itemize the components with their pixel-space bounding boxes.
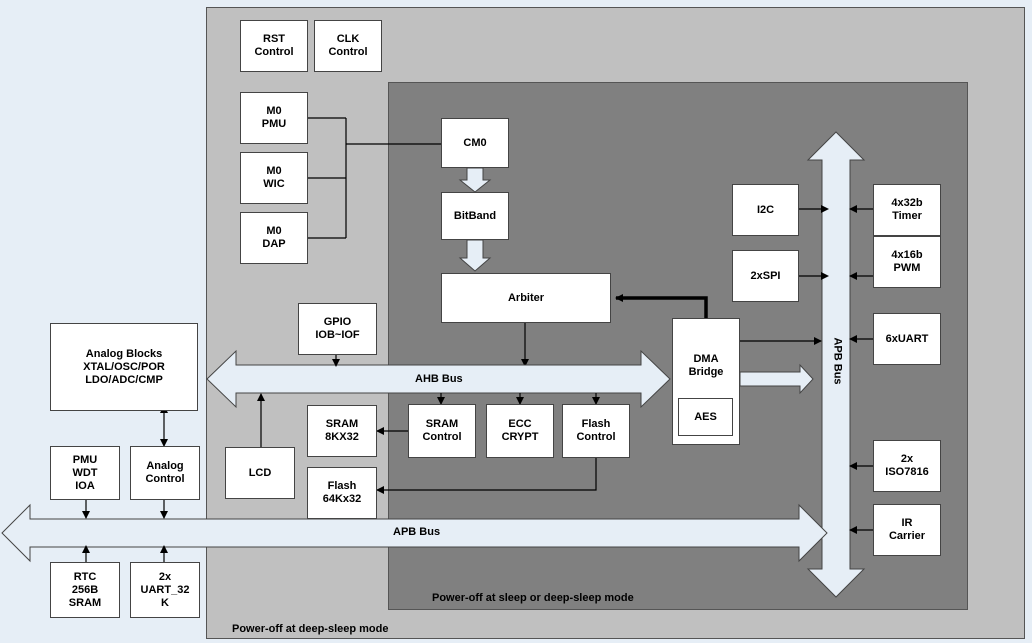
- deep-sleep-region-label: Power-off at deep-sleep mode: [232, 623, 389, 635]
- ahb-bus-shape: [206, 349, 671, 409]
- cm0-to-bitband-arrow: [458, 167, 492, 193]
- dma-to-apb-arrow: [739, 363, 814, 395]
- dma-label-line1: DMA: [693, 353, 719, 365]
- flash-control-block-label-line2: Control: [576, 431, 616, 443]
- flash-control-block-label-line1: Flash: [581, 418, 611, 430]
- timer-block-label-line2: Timer: [892, 210, 922, 222]
- iso7816-block-label-line2: ISO7816: [885, 466, 929, 478]
- gpio-block-label-line1: GPIO: [323, 316, 352, 328]
- rtc-sram-block-label-line2: 256B: [71, 583, 99, 596]
- m0-cm0-links: [308, 117, 441, 239]
- arbiter-block: Arbiter: [441, 273, 611, 323]
- sram-block-label-line2: 8KX32: [325, 431, 359, 443]
- uart32k-block-label-line1: 2x: [158, 570, 172, 583]
- dma-label-line2: Bridge: [688, 366, 724, 378]
- spi-block-label-line1: 2xSPI: [750, 269, 781, 282]
- uart-block: 6xUART: [873, 313, 941, 365]
- sleep-region-label: Power-off at sleep or deep-sleep mode: [432, 592, 634, 604]
- m0-dap-block-label-line1: M0: [266, 225, 282, 237]
- rst-control-block-label-line2: Control: [254, 46, 294, 58]
- pwm-block-label-line1: 4x16b: [891, 249, 923, 261]
- m0-dap-block-label-line2: DAP: [262, 238, 286, 250]
- uart32k-block-label-line2: UART_32: [140, 583, 190, 596]
- sram-control-block-label-line2: Control: [422, 431, 462, 443]
- pwm-block-label-line2: PWM: [893, 262, 921, 274]
- ecc-crypt-block-label-line1: ECC: [508, 418, 532, 430]
- lcd-block-label-line1: LCD: [248, 466, 272, 479]
- m0-wic-block-label-line1: M0: [266, 165, 282, 177]
- apb-vertical-bus-shape: [806, 131, 866, 598]
- pmu-wdt-ioa-block-label-line2: WDT: [72, 466, 98, 479]
- cm0-block: CM0: [441, 118, 509, 168]
- sram-control-block-label-line1: SRAM: [425, 418, 459, 430]
- aes-block-label-line1: AES: [694, 410, 717, 423]
- pmu-wdt-ioa-block-label-line3: IOA: [75, 479, 95, 492]
- ahb-bus-label: AHB Bus: [415, 373, 463, 385]
- spi-block: 2xSPI: [732, 250, 799, 302]
- lcd-block: LCD: [225, 447, 295, 499]
- dma-to-arbiter-link: [615, 294, 708, 318]
- analog-control-block-label-line1: Analog: [146, 460, 184, 472]
- analog-blocks-block-label-line2: XTAL/OSC/POR: [83, 360, 165, 373]
- pmu-wdt-ioa-block-label-line1: PMU: [72, 453, 98, 466]
- ecc-crypt-block-label-line2: CRYPT: [501, 431, 539, 443]
- aes-block: AES: [678, 398, 733, 436]
- cm0-block-label-line1: CM0: [463, 136, 487, 149]
- bitband-block-label-line1: BitBand: [453, 209, 497, 222]
- gpio-block-label-line2: IOB~IOF: [315, 329, 360, 341]
- m0-wic-block-label-line2: WIC: [263, 178, 285, 190]
- analog-blocks-block-label-line1: Analog Blocks: [85, 347, 163, 360]
- rtc-sram-block-label-line3: SRAM: [68, 596, 102, 609]
- m0-pmu-block-label-line1: M0: [266, 105, 282, 117]
- rst-control-block-label-line1: RST: [263, 33, 285, 45]
- ir-carrier-block-label-line2: Carrier: [888, 530, 926, 542]
- apb-horizontal-bus-label: APB Bus: [393, 526, 441, 538]
- ir-carrier-block-label-line1: IR: [901, 517, 913, 529]
- arbiter-block-label-line1: Arbiter: [507, 291, 545, 304]
- i2c-block-label-line1: I2C: [756, 203, 775, 216]
- apb-horizontal-bus-shape: [1, 503, 828, 563]
- bitband-block: BitBand: [441, 192, 509, 240]
- uart-block-label-line1: 6xUART: [885, 332, 929, 345]
- flash-block-label-line1: Flash: [327, 480, 357, 492]
- analog-blocks-block-label-line3: LDO/ADC/CMP: [85, 373, 163, 386]
- clk-control-block-label-line1: CLK: [336, 33, 360, 45]
- i2c-block: I2C: [732, 184, 799, 236]
- sram-block-label-line1: SRAM: [325, 418, 359, 430]
- clk-control-block-label-line2: Control: [328, 46, 368, 58]
- uart32k-block-label-line3: K: [161, 596, 169, 609]
- m0-pmu-block-label-line2: PMU: [261, 118, 287, 130]
- flash-block-label-line2: 64Kx32: [322, 493, 362, 505]
- iso7816-block-label-line1: 2x: [900, 453, 914, 465]
- apb-vertical-bus-label: APB Bus: [831, 337, 844, 385]
- timer-block-label-line1: 4x32b: [891, 197, 923, 209]
- bitband-to-arbiter-arrow: [458, 239, 492, 272]
- rtc-sram-block-label-line1: RTC: [73, 570, 97, 583]
- analog-control-block-label-line2: Control: [145, 473, 185, 485]
